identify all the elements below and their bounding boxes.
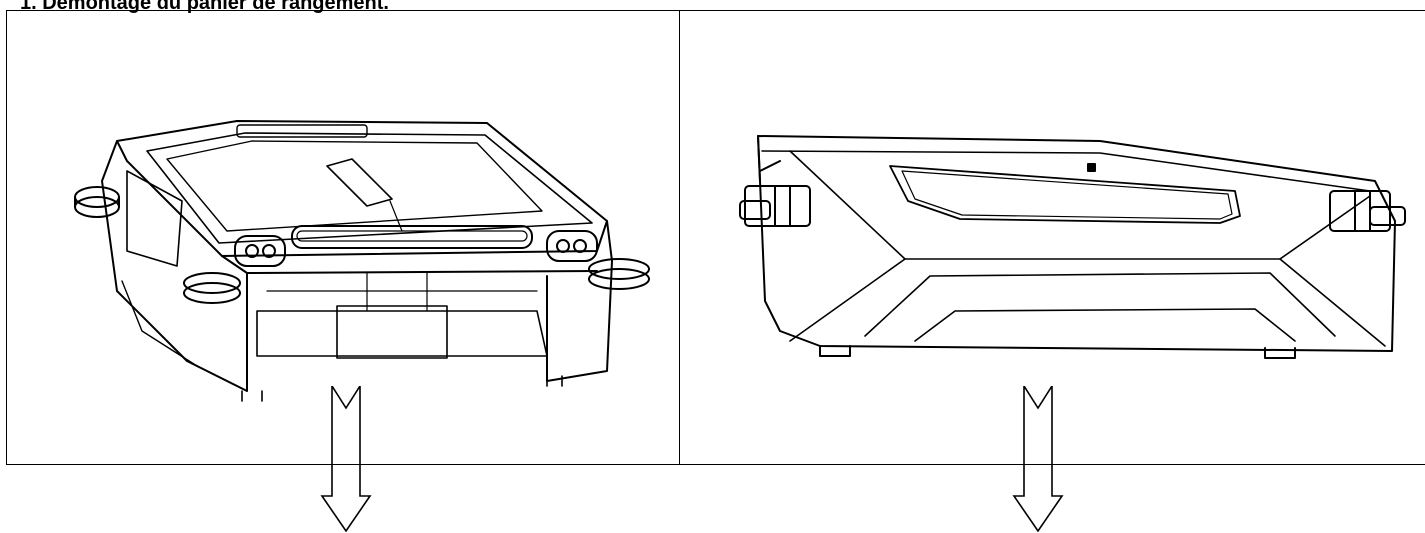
robot-base-side-drawing	[739, 135, 1406, 359]
table-divider	[679, 10, 680, 465]
figure-cell-left	[7, 11, 679, 464]
down-arrow-icon	[320, 386, 372, 532]
robot-base-front-drawing	[74, 120, 650, 402]
figure-cell-right	[680, 11, 1424, 464]
figure-table	[6, 10, 1425, 465]
down-arrow-icon	[1012, 386, 1064, 532]
